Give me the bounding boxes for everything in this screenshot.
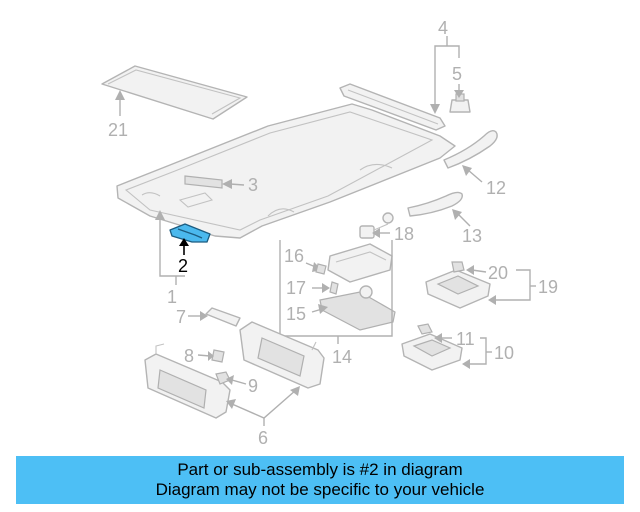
part-6-visor-right [239, 321, 325, 389]
callout-18-leader [372, 228, 390, 238]
callout-20: 20 [488, 263, 508, 283]
parts-diagram: 21 3 1 2 4 [101, 18, 558, 448]
part-12-handle [443, 129, 498, 169]
callout-12-leader [462, 165, 483, 183]
part-5-clip [449, 93, 471, 113]
callout-2-leader [179, 238, 189, 255]
part-2-highlighted[interactable] [169, 223, 211, 243]
banner-line-1: Part or sub-assembly is #2 in diagram [177, 460, 463, 479]
callout-21: 21 [108, 120, 128, 140]
callout-8: 8 [184, 346, 194, 366]
callout-20-leader [466, 265, 487, 275]
callout-6-bracket [226, 386, 300, 426]
callout-11: 11 [456, 329, 475, 349]
callout-10-bracket [462, 337, 492, 369]
callout-4-bracket [430, 36, 460, 114]
callout-1-bracket [155, 210, 185, 285]
part-4-rail [339, 83, 446, 131]
callout-9: 9 [248, 376, 258, 396]
callout-15: 15 [286, 304, 306, 324]
callout-18: 18 [394, 224, 414, 244]
callout-4: 4 [438, 18, 448, 38]
callout-14: 14 [332, 347, 352, 367]
callout-3: 3 [248, 175, 258, 195]
callout-19-bracket [488, 269, 536, 305]
callout-1: 1 [167, 287, 177, 307]
callout-5-leader [454, 84, 464, 98]
banner-line-2: Diagram may not be specific to your vehi… [155, 480, 485, 499]
callout-7: 7 [176, 307, 186, 327]
part-19-lamp [425, 261, 491, 309]
callout-13: 13 [462, 226, 482, 246]
callout-6: 6 [258, 428, 268, 448]
part-7-clip [205, 307, 241, 327]
callout-12: 12 [486, 178, 506, 198]
callout-17-leader [312, 281, 339, 295]
callout-16: 16 [284, 246, 304, 266]
callout-10: 10 [494, 343, 514, 363]
callout-16-leader [305, 262, 327, 275]
part-21-panel [101, 65, 248, 120]
callout-19: 19 [538, 277, 558, 297]
callout-21-leader [115, 90, 125, 116]
info-banner: Part or sub-assembly is #2 in diagram Di… [16, 456, 624, 504]
callout-13-leader [452, 209, 471, 227]
callout-17: 17 [286, 278, 306, 298]
part-10-lamp [401, 323, 463, 371]
callout-3-leader [184, 175, 245, 189]
callout-9-leader [215, 371, 247, 385]
part-1-headliner [116, 103, 456, 239]
callout-7-leader [188, 311, 208, 321]
part-18-bulb [359, 212, 394, 239]
part-14-console [319, 243, 396, 331]
callout-11-leader [434, 333, 452, 343]
part-13-handle [407, 191, 463, 217]
callout-2: 2 [178, 256, 188, 276]
callout-15-leader [311, 304, 328, 314]
callout-8-leader [197, 349, 225, 363]
callout-14-bracket [279, 240, 393, 344]
callout-5: 5 [452, 64, 462, 84]
